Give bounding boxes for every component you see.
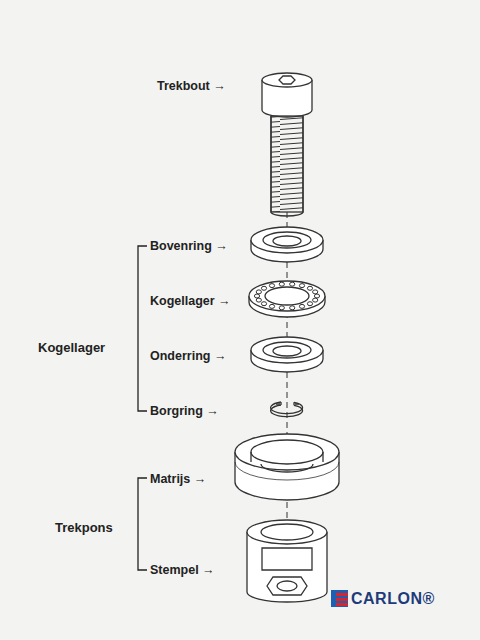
bearing-ball [254, 294, 259, 298]
logo-mark [331, 590, 348, 607]
logo-text: CARLON® [351, 591, 435, 607]
group-bracket [138, 246, 147, 411]
bottom-ring [251, 337, 323, 372]
part-label: Trekbout → [157, 78, 226, 94]
part-label: Matrijs → [150, 471, 206, 487]
bearing-ball [307, 302, 312, 306]
bearing-ball [256, 298, 261, 302]
part-label: Bovenring → [150, 238, 228, 254]
bearing-ball [299, 284, 304, 288]
bearing-ball [279, 306, 284, 310]
bearing-ball [269, 304, 274, 308]
part-label: Stempel → [150, 562, 215, 578]
bearing-ball [290, 306, 295, 310]
ball-bearing-cage [249, 281, 325, 317]
top-ring [251, 227, 323, 262]
part-label: Kogellager → [150, 293, 231, 309]
die [235, 434, 339, 500]
punch [247, 520, 327, 602]
bearing-ball [269, 284, 274, 288]
bearing-ball [299, 304, 304, 308]
bearing-ball [279, 282, 284, 286]
bearing-ball [313, 290, 318, 294]
bearing-ball [314, 294, 319, 298]
bolt [262, 73, 312, 216]
group-label: Trekpons [55, 520, 113, 536]
bearing-ball [261, 302, 266, 306]
group-bracket [138, 478, 147, 570]
part-label: Onderring → [150, 348, 226, 364]
group-label: Kogellager [38, 340, 105, 356]
circlip [271, 402, 303, 417]
bearing-ball [261, 286, 266, 290]
part-label: Borgring → [150, 403, 219, 419]
bearing-ball [313, 298, 318, 302]
bearing-ball [256, 290, 261, 294]
bearing-ball [307, 286, 312, 290]
bearing-ball [290, 282, 295, 286]
